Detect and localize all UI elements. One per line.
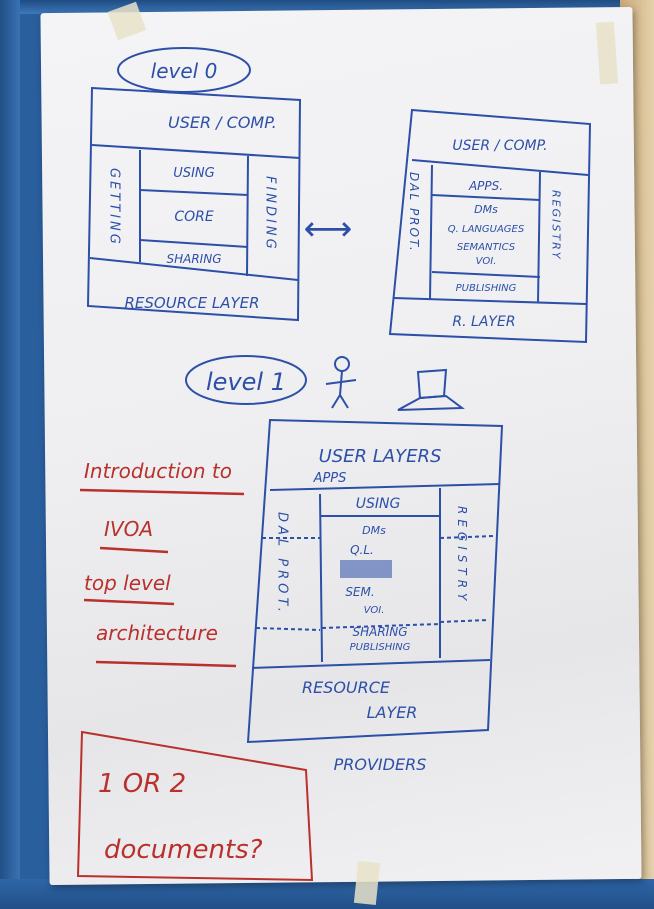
red-note-line2: IVOA <box>104 517 153 541</box>
red-underline-1 <box>79 488 245 496</box>
level1-diagram <box>246 418 504 744</box>
red-box-line1: 1 OR 2 <box>98 769 186 799</box>
tape-bottom <box>353 860 381 906</box>
level0-left-bottom: RESOURCE LAYER <box>124 294 259 312</box>
level0-right-row-dms: DMs <box>474 203 498 216</box>
level1-bottom-line2: LAYER <box>367 703 418 722</box>
level0-right-row-languages: Q. LANGUAGES <box>448 224 525 235</box>
level0-right-row-apps: APPS. <box>468 179 503 193</box>
level1-title: level 1 <box>206 368 286 396</box>
level0-right-diagram <box>388 108 592 344</box>
level1-row-dms: DMs <box>362 524 386 537</box>
tape-top-left <box>107 1 147 41</box>
computer-icon <box>397 368 465 411</box>
level1-providers: PROVIDERS <box>334 755 427 774</box>
level0-title-oval <box>117 47 251 93</box>
level0-left-diagram <box>86 86 302 322</box>
level0-right-row-semantics: SEMANTICS <box>457 242 516 253</box>
level0-left-right-column: FINDING <box>263 176 278 252</box>
level0-right-bottom: R. LAYER <box>452 314 515 330</box>
level0-left-left-column: GETTING <box>107 168 122 247</box>
level0-title: level 0 <box>151 59 218 83</box>
user-figure-icon <box>325 356 357 409</box>
level1-row-voi: VOI. <box>364 605 385 616</box>
level0-left-top: USER / COMP. <box>168 113 277 132</box>
level1-apps: APPS <box>313 471 347 486</box>
level0-right-row-publishing: PUBLISHING <box>456 283 517 294</box>
level1-row-publishing: PUBLISHING <box>350 642 411 653</box>
level1-top: USER LAYERS <box>319 446 442 467</box>
red-note-line1: Introduction to <box>84 459 232 483</box>
level0-right-right-column: REGISTRY <box>550 190 563 260</box>
level0-arrow: ⟷ <box>304 209 353 249</box>
level1-row-using: USING <box>356 496 401 512</box>
red-underline-3 <box>83 598 175 606</box>
red-box <box>76 730 314 882</box>
tape-top-right <box>595 21 619 85</box>
red-box-line2: documents? <box>104 835 263 865</box>
red-underline-4 <box>95 660 237 668</box>
level1-bottom-line1: RESOURCE <box>302 678 391 697</box>
scribbled-out-text <box>340 560 392 578</box>
background-wall-left <box>0 0 20 909</box>
red-note-line3: top level <box>84 571 171 595</box>
level1-title-oval <box>185 355 307 405</box>
level1-left-column: DAL PROT. <box>275 512 290 616</box>
level0-left-row-sharing: SHARING <box>166 252 221 266</box>
level1-row-sharing: SHARING <box>352 625 407 639</box>
level1-row-ql: Q.L. <box>350 543 374 557</box>
red-note-line4: architecture <box>96 621 218 645</box>
level0-right-row-voi: VOI. <box>476 256 497 267</box>
level0-right-left-column: DAL PROT. <box>407 172 421 253</box>
level0-left-row-using: USING <box>173 166 214 181</box>
red-underline-2 <box>99 546 169 554</box>
level0-right-top: USER / COMP. <box>452 138 547 154</box>
level0-left-row-core: CORE <box>174 209 214 225</box>
level1-right-column: REGISTRY <box>455 506 469 605</box>
level1-row-sem: SEM. <box>345 585 374 599</box>
